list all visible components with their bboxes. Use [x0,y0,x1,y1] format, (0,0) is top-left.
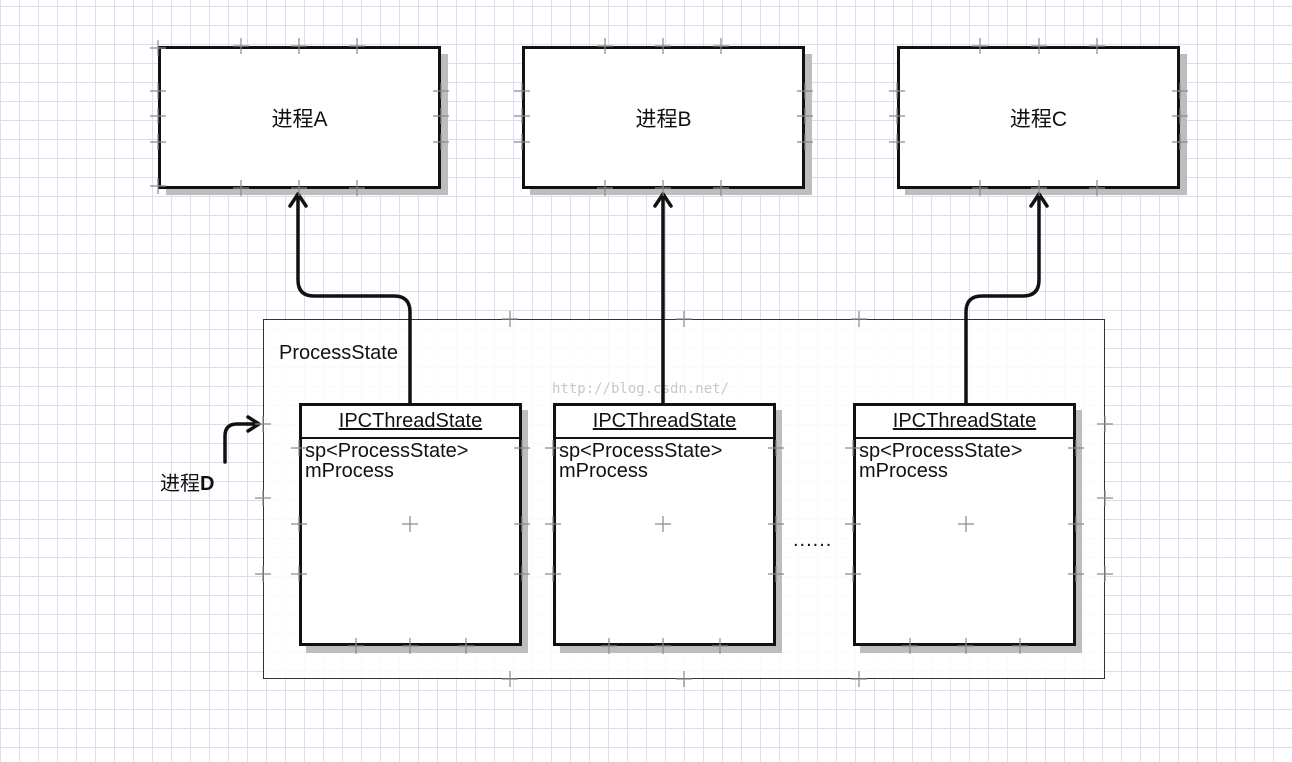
process-b-label: 进程B [635,107,692,131]
connector-d [223,422,260,464]
ipc-body: sp<ProcessState> mProcess [302,439,519,483]
ipc-title: IPCThreadState [302,406,519,439]
ipc-field-name: mProcess [859,460,948,482]
arrowhead-d-icon [246,415,261,433]
arrowhead-a-icon [288,192,308,208]
process-d-suffix: D [200,473,215,495]
ipcthreadstate-box-1[interactable]: IPCThreadState sp<ProcessState> mProcess [299,403,522,646]
process-c-label: 进程C [1009,107,1068,131]
ipc-body: sp<ProcessState> mProcess [556,439,773,483]
process-a-box[interactable]: 进程A [158,46,441,189]
process-c-box[interactable]: 进程C [897,46,1180,189]
ipc-field-type: sp<ProcessState> [559,440,723,462]
ellipsis-text: ...... [793,529,833,551]
ipcthreadstate-box-3[interactable]: IPCThreadState sp<ProcessState> mProcess [853,403,1076,646]
process-b-box[interactable]: 进程B [522,46,805,189]
ipc-field-type: sp<ProcessState> [305,440,469,462]
arrowhead-c-icon [1029,192,1049,208]
ipcthreadstate-box-2[interactable]: IPCThreadState sp<ProcessState> mProcess [553,403,776,646]
ipc-body: sp<ProcessState> mProcess [856,439,1073,483]
ipc-field-name: mProcess [305,460,394,482]
ipc-title: IPCThreadState [556,406,773,439]
process-d-prefix: 进程 [160,473,200,495]
ipc-field-type: sp<ProcessState> [859,440,1023,462]
process-a-label: 进程A [271,107,328,131]
arrowhead-b-icon [653,192,673,208]
process-d-label: 进程D [160,467,214,496]
watermark: http://blog.csdn.net/ [552,381,730,397]
ipc-title: IPCThreadState [856,406,1073,439]
processstate-label: ProcessState [279,342,398,364]
ipc-field-name: mProcess [559,460,648,482]
